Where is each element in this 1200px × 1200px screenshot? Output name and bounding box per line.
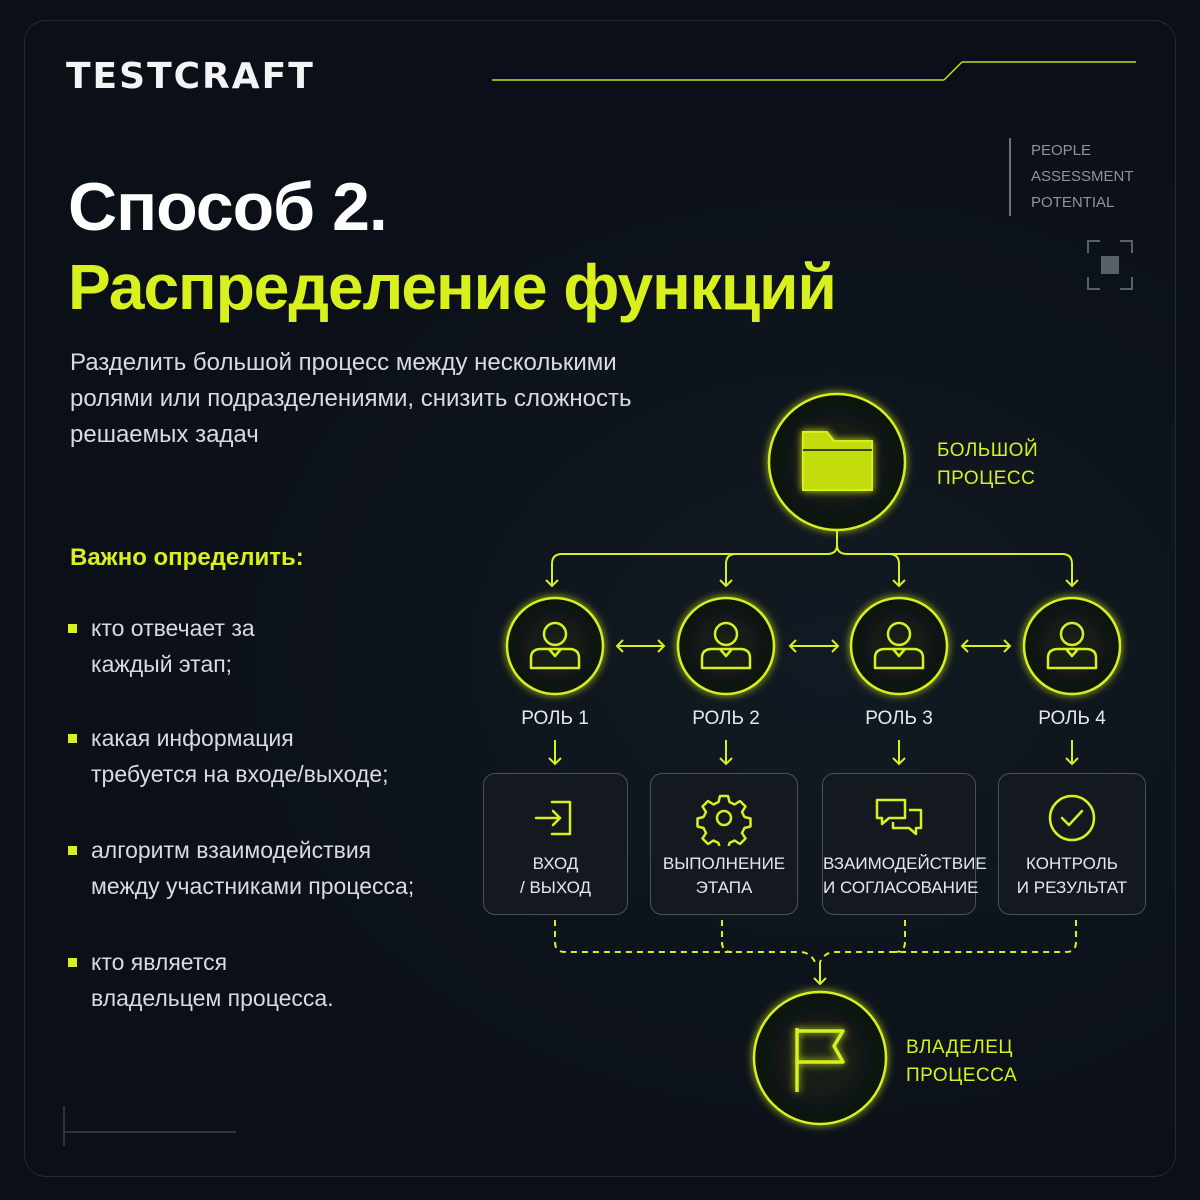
top-node-label: БОЛЬШОЙ ПРОЦЕСС — [937, 437, 1038, 493]
stage-box-interaction: ВЗАИМОДЕЙСТВИЕ И СОГЛАСОВАНИЕ — [822, 773, 987, 915]
bullet-line: какая информация — [91, 725, 294, 751]
stage-label-line: ВХОД — [532, 854, 579, 873]
bullet-line: требуется на входе/выходе; — [91, 761, 389, 787]
stage-label-line: КОНТРОЛЬ — [1026, 854, 1118, 873]
owner-node-label: ВЛАДЕЛЕЦ ПРОЦЕССА — [906, 1034, 1017, 1090]
top-node-label-line: ПРОЦЕСС — [937, 468, 1036, 489]
owner-node-label-line: ВЛАДЕЛЕЦ — [906, 1037, 1013, 1058]
bullet-line: владельцем процесса. — [91, 985, 334, 1011]
bullet-line: каждый этап; — [91, 651, 233, 677]
role-links — [615, 639, 1012, 653]
stage-box-io: ВХОД / ВЫХОД — [483, 773, 628, 915]
gear-icon — [696, 794, 752, 846]
bullet-line: между участниками процесса; — [91, 873, 415, 899]
side-label: POTENTIAL — [1031, 194, 1115, 211]
owner-node — [752, 990, 888, 1126]
stage-box-execution: ВЫПОЛНЕНИЕ ЭТАПА — [650, 773, 798, 915]
person-icon — [700, 621, 752, 670]
corner-deco — [63, 1106, 236, 1146]
person-icon — [529, 621, 581, 670]
role-label: РОЛЬ 3 — [865, 708, 933, 729]
target-deco-icon — [1087, 240, 1133, 290]
description-line: решаемых задач — [70, 421, 259, 448]
stage-label-line: ВЗАИМОДЕЙСТВИЕ — [823, 854, 987, 873]
bullet-square-icon — [68, 734, 77, 743]
description-line: ролями или подразделениями, снизить слож… — [70, 385, 632, 412]
description: Разделить большой процесс между нескольк… — [70, 345, 720, 453]
bullet-line: алгоритм взаимодействия — [91, 837, 372, 863]
page-subtitle: Распределение функций — [68, 251, 837, 323]
page-title: Способ 2. — [68, 169, 388, 245]
stage-label-line: ВЫПОЛНЕНИЕ — [662, 854, 786, 873]
check-icon — [1048, 794, 1096, 842]
description-line: Разделить большой процесс между нескольк… — [70, 349, 617, 376]
owner-node-label-line: ПРОЦЕССА — [906, 1065, 1018, 1086]
stage-label-line: И СОГЛАСОВАНИЕ — [823, 878, 979, 897]
side-label: ASSESSMENT — [1031, 168, 1134, 185]
role-node — [676, 596, 776, 696]
role-label: РОЛЬ 4 — [1038, 708, 1106, 729]
side-label: PEOPLE — [1031, 142, 1092, 159]
merge-arrowhead — [813, 962, 827, 986]
chat-icon — [875, 798, 923, 836]
bullet-square-icon — [68, 846, 77, 855]
role-label: РОЛЬ 2 — [692, 708, 760, 729]
stage-label-line: / ВЫХОД — [520, 878, 591, 897]
role-label: РОЛЬ 1 — [521, 708, 589, 729]
important-heading: Важно определить: — [70, 544, 304, 571]
role-node — [505, 596, 605, 696]
bullet-square-icon — [68, 624, 77, 633]
role-node — [1022, 596, 1122, 696]
bullet-line: кто отвечает за — [91, 615, 255, 641]
merge-connectors — [554, 920, 1077, 963]
role-stage-arrows — [548, 740, 1079, 766]
role-node — [849, 596, 949, 696]
person-icon — [1046, 621, 1098, 670]
stage-label-line: ЭТАПА — [695, 878, 753, 897]
person-icon — [873, 621, 925, 670]
side-labels: PEOPLE ASSESSMENT POTENTIAL — [1009, 138, 1134, 216]
stage-box-control: КОНТРОЛЬ И РЕЗУЛЬТАТ — [998, 773, 1146, 915]
top-node-label-line: БОЛЬШОЙ — [937, 440, 1039, 461]
flag-icon — [795, 1028, 845, 1092]
card-frame — [24, 20, 1176, 1177]
login-icon — [534, 800, 571, 836]
top-node — [767, 392, 907, 532]
top-connectors — [545, 530, 1079, 588]
folder-icon — [802, 431, 873, 491]
bullet-square-icon — [68, 958, 77, 967]
brand-logo: TESTCRAFT — [66, 56, 315, 97]
stage-label-line: И РЕЗУЛЬТАТ — [1016, 878, 1128, 897]
header-deco-line — [492, 61, 1136, 81]
bullet-line: кто является — [91, 949, 228, 975]
